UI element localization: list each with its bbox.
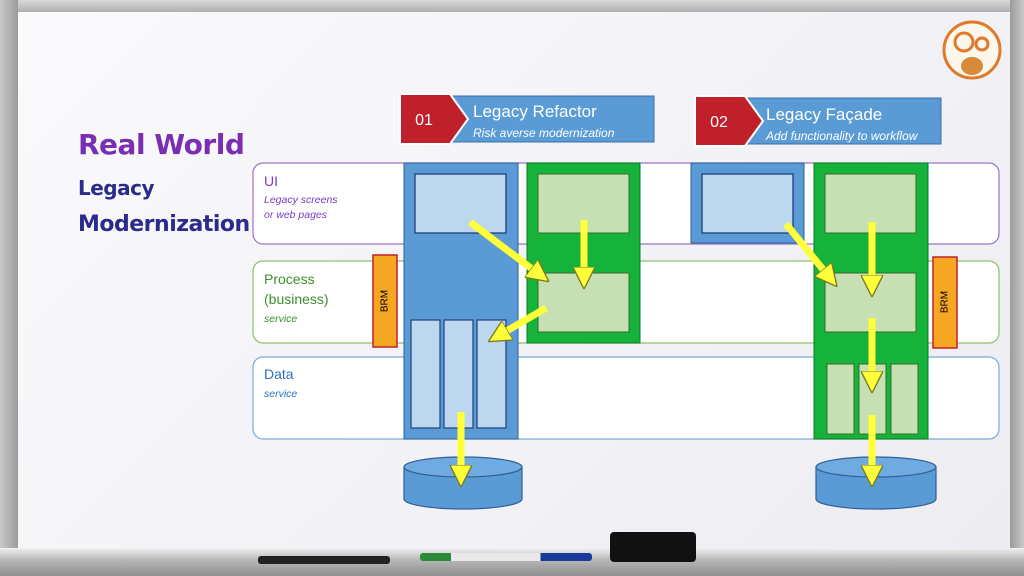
title-line-2: Legacy — [78, 176, 155, 200]
facade-legacy-ui-screen — [701, 173, 794, 234]
arrow-facade-legacy-ui-to-process — [783, 221, 830, 278]
data-layer-sub: service — [264, 388, 297, 400]
whiteboard-frame-left — [0, 0, 18, 576]
ui-layer-label: UI — [264, 173, 278, 189]
black-marker — [258, 556, 390, 564]
eraser — [610, 532, 696, 562]
step-01-title: Legacy Refactor — [473, 102, 597, 121]
refactor-process-box — [537, 272, 630, 333]
step-01-number: 01 — [415, 112, 433, 129]
facade-data-block-3 — [890, 363, 919, 435]
step-02-badge — [694, 95, 765, 147]
brm-label-right: BRM — [940, 291, 951, 313]
facade-data-block-1 — [826, 363, 855, 435]
marker-tray — [0, 548, 1024, 576]
legacy-data-block-2 — [443, 319, 474, 429]
arrow-refactor-process-to-legacy-data — [498, 304, 548, 336]
data-layer-label: Data — [264, 366, 294, 382]
step-01-banner — [439, 95, 655, 143]
step-02-banner — [734, 97, 942, 145]
legacy-ui-screen — [414, 173, 507, 234]
step-02-subtitle: Add functionality to workflow — [765, 129, 919, 143]
whiteboard-frame-right — [1010, 0, 1024, 576]
title-line-3: Modernization — [78, 212, 250, 237]
arrow-legacy-ui-to-refactor-process — [467, 219, 540, 275]
legacy-data-block-1 — [410, 319, 441, 429]
title-line-1: Real World — [78, 128, 245, 161]
ui-layer-sub1: Legacy screens — [264, 194, 338, 206]
ui-layer-sub2: or web pages — [264, 209, 328, 221]
brm-box-left — [372, 254, 398, 348]
brm-box-right — [932, 256, 958, 349]
blue-marker — [420, 553, 592, 561]
process-layer-label: Process — [264, 271, 315, 287]
step-01-subtitle: Risk averse modernization — [473, 126, 615, 140]
process-layer-sub: service — [264, 313, 297, 325]
whiteboard-frame-top — [0, 0, 1024, 14]
step-02-number: 02 — [710, 114, 728, 131]
process-layer-label-2: (business) — [264, 291, 329, 307]
step-01-badge — [399, 93, 470, 145]
step-02-title: Legacy Façade — [766, 105, 882, 124]
brm-label-left: BRM — [380, 290, 391, 312]
database-icon-right — [815, 456, 937, 510]
gears-logo-icon — [942, 20, 1002, 80]
